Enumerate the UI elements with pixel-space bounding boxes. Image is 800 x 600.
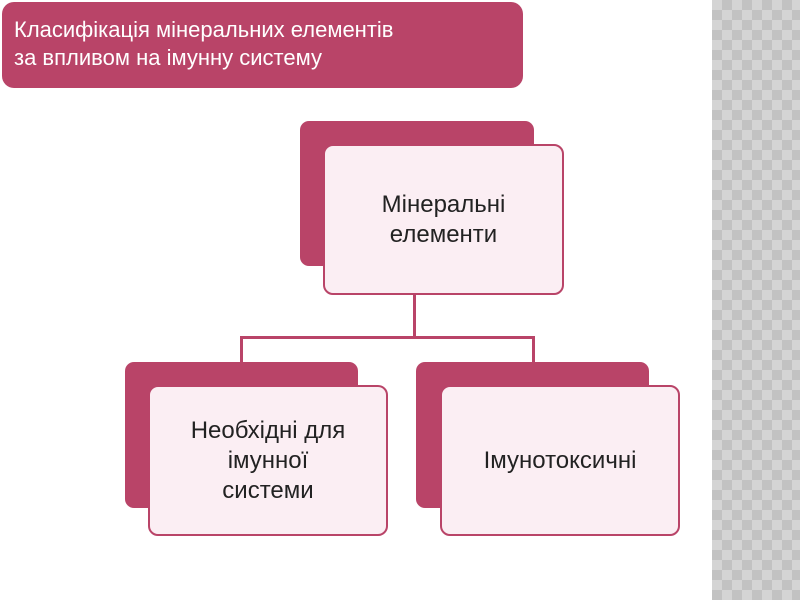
- root-node: Мінеральні елементи: [323, 144, 564, 295]
- title-box: Класифікація мінеральних елементів за вп…: [2, 2, 523, 88]
- connector-left-drop: [240, 336, 243, 362]
- connector-right-drop: [532, 336, 535, 362]
- child-node-immunotoxic: Імунотоксичні: [440, 385, 680, 536]
- hierarchy-diagram: Мінеральні елементи Необхідні для імунно…: [125, 121, 680, 536]
- root-node-label-line-2: елементи: [389, 220, 498, 248]
- root-node-label: Мінеральні елементи: [325, 190, 562, 250]
- root-node-label-line-1: Мінеральні: [381, 190, 506, 218]
- connector-root-stem: [413, 270, 416, 338]
- child-node-immune-essential: Необхідні для імунної системи: [148, 385, 388, 536]
- child-node-immune-label-line-2: імунної: [227, 446, 309, 474]
- title-line-2: за впливом на імунну систему: [14, 45, 322, 70]
- child-node-immune-label-line-1: Необхідні для: [190, 416, 346, 444]
- child-node-immune-label: Необхідні для імунної системи: [150, 416, 386, 506]
- child-node-immune-label-line-3: системи: [222, 476, 314, 504]
- connector-horizontal: [240, 336, 535, 339]
- decorative-side-strip: [712, 0, 800, 600]
- child-node-immunotoxic-label: Імунотоксичні: [483, 446, 637, 474]
- title-line-1: Класифікація мінеральних елементів: [14, 17, 394, 42]
